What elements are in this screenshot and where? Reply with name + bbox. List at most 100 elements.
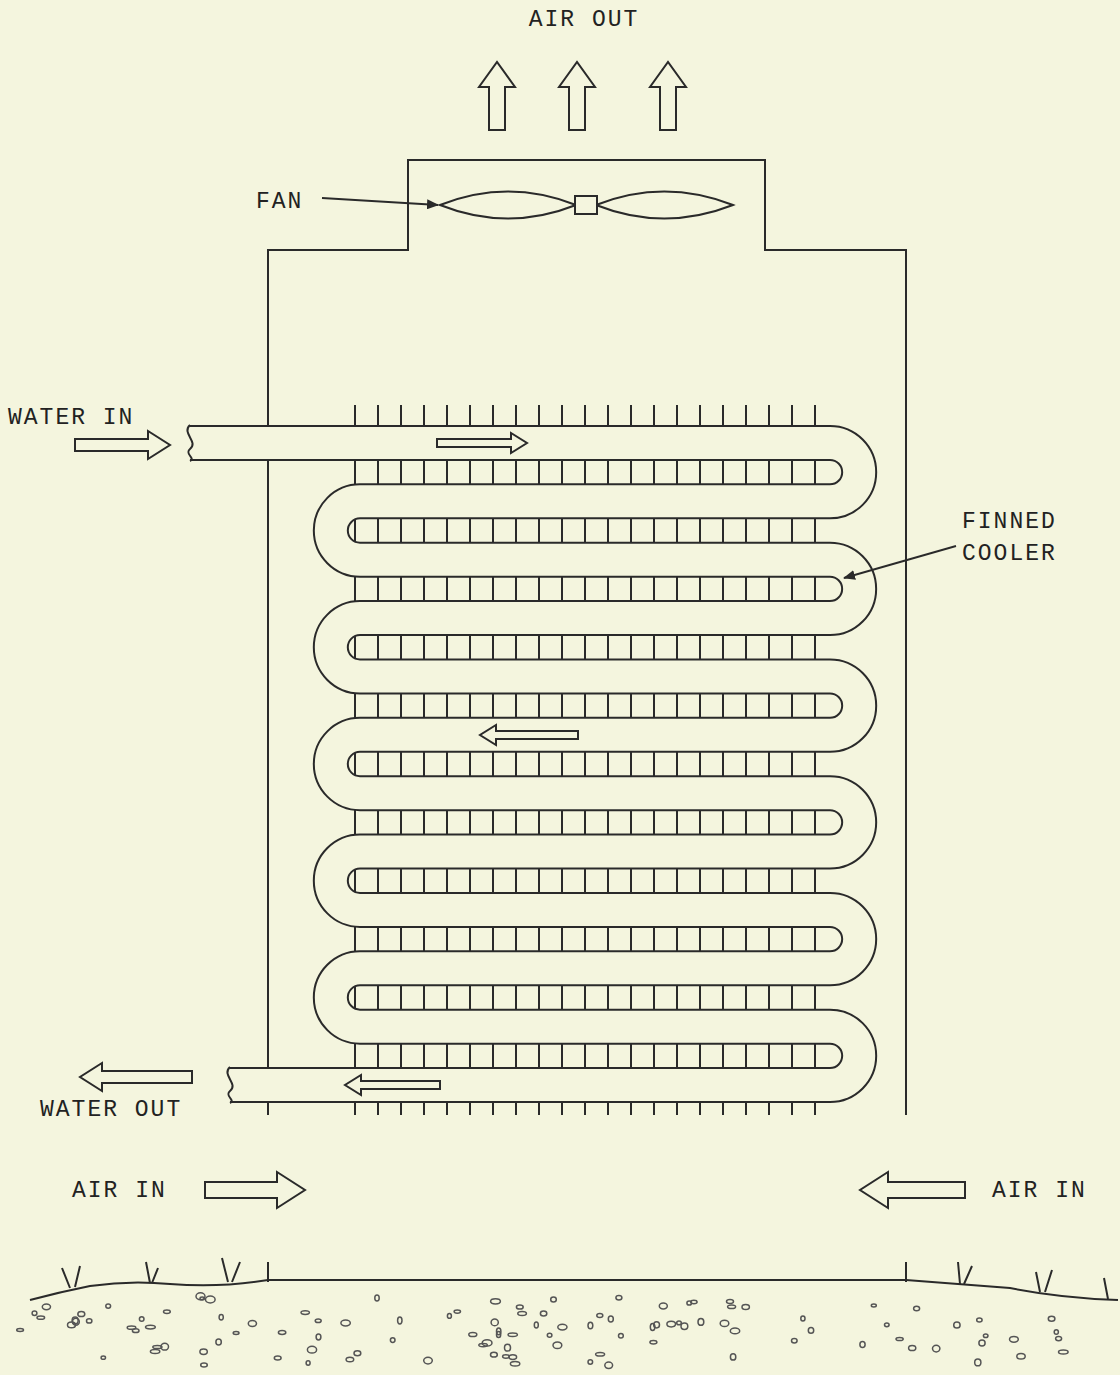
serpentine-tube-bore — [190, 443, 859, 1085]
pebble — [698, 1319, 704, 1326]
pebble — [650, 1341, 657, 1344]
pebble — [315, 1319, 321, 1323]
pebble — [78, 1311, 85, 1316]
pebble — [139, 1317, 144, 1322]
pebble — [588, 1360, 593, 1364]
water-out-label: WATER OUT — [40, 1094, 182, 1126]
pebble — [497, 1331, 501, 1337]
pebble — [558, 1324, 567, 1330]
pebble — [354, 1351, 361, 1356]
pebble — [469, 1332, 477, 1336]
pebble — [871, 1304, 876, 1307]
pebble — [885, 1323, 890, 1327]
pebble — [909, 1345, 916, 1350]
pebble — [933, 1345, 940, 1352]
pebble — [278, 1331, 285, 1335]
pebble — [667, 1321, 676, 1327]
fan-label: FAN — [256, 186, 303, 218]
pebble — [87, 1319, 92, 1323]
pebble — [588, 1322, 593, 1329]
pebble — [983, 1334, 988, 1338]
pebble — [200, 1349, 207, 1354]
pebble — [742, 1305, 749, 1310]
pebble — [301, 1311, 309, 1315]
pebble — [1059, 1350, 1069, 1354]
pebble — [375, 1295, 379, 1301]
pebble — [1010, 1336, 1019, 1342]
pebble — [161, 1343, 169, 1350]
pebble — [551, 1297, 557, 1302]
pebble — [727, 1299, 734, 1303]
pebble — [491, 1319, 498, 1326]
pebble — [1017, 1353, 1025, 1359]
pebble — [650, 1323, 655, 1330]
pebble — [316, 1334, 321, 1340]
serpentine-tube — [190, 443, 859, 1085]
fan-symbol — [440, 192, 733, 219]
pebble — [503, 1355, 510, 1358]
pebble — [306, 1361, 310, 1365]
pebble — [616, 1296, 622, 1300]
pebble — [509, 1355, 517, 1360]
pebble — [233, 1331, 239, 1334]
pebble — [1048, 1316, 1055, 1321]
pebble — [597, 1314, 603, 1318]
pebble — [398, 1317, 402, 1324]
pipe-break — [187, 425, 232, 1103]
pebble — [510, 1361, 519, 1366]
ground — [30, 1258, 1118, 1300]
pebble — [608, 1316, 613, 1322]
pebble — [979, 1340, 985, 1346]
pebble — [127, 1326, 136, 1329]
pebble — [32, 1311, 37, 1315]
pebble — [479, 1343, 488, 1346]
pebble — [106, 1304, 111, 1308]
pebble — [619, 1333, 624, 1338]
pebble — [508, 1333, 517, 1336]
pebble — [248, 1321, 256, 1327]
leader-lines — [322, 198, 956, 578]
pebble — [146, 1325, 156, 1329]
pebble — [164, 1310, 171, 1313]
water-in-label: WATER IN — [8, 402, 134, 434]
pebble — [454, 1310, 460, 1313]
pebble — [42, 1304, 50, 1310]
pebble — [518, 1312, 527, 1316]
pebble — [491, 1299, 501, 1304]
pebble — [553, 1342, 562, 1349]
pebble — [274, 1356, 281, 1360]
pebble — [150, 1350, 159, 1354]
gravel — [17, 1293, 1068, 1369]
pebble — [801, 1316, 805, 1321]
pebble — [914, 1306, 920, 1311]
air-in-label: AIR IN — [992, 1175, 1087, 1207]
pebble — [677, 1321, 682, 1325]
pebble — [216, 1339, 221, 1345]
pebble — [730, 1354, 735, 1360]
pebble — [605, 1362, 613, 1368]
pebble — [505, 1344, 511, 1351]
pebble — [491, 1352, 498, 1357]
pebble — [206, 1296, 216, 1303]
pebble — [72, 1317, 78, 1324]
pebble — [687, 1301, 692, 1305]
pebble — [534, 1322, 538, 1328]
pebble — [1056, 1336, 1062, 1340]
pebble — [219, 1315, 223, 1320]
pebble — [37, 1316, 45, 1319]
pebble — [307, 1346, 316, 1353]
pebble — [341, 1320, 350, 1326]
air-in-label: AIR IN — [72, 1175, 167, 1207]
flow-arrows — [75, 62, 965, 1208]
pebble — [977, 1318, 982, 1322]
pebble — [792, 1339, 798, 1343]
pebble — [681, 1323, 688, 1329]
air-out-label: AIR OUT — [529, 4, 640, 36]
pebble — [896, 1337, 903, 1340]
pebble — [860, 1342, 865, 1348]
pebble — [196, 1293, 205, 1300]
pebble — [730, 1328, 739, 1334]
finned-cooler-label: FINNED COOLER — [962, 506, 1102, 570]
pebble — [424, 1357, 433, 1364]
